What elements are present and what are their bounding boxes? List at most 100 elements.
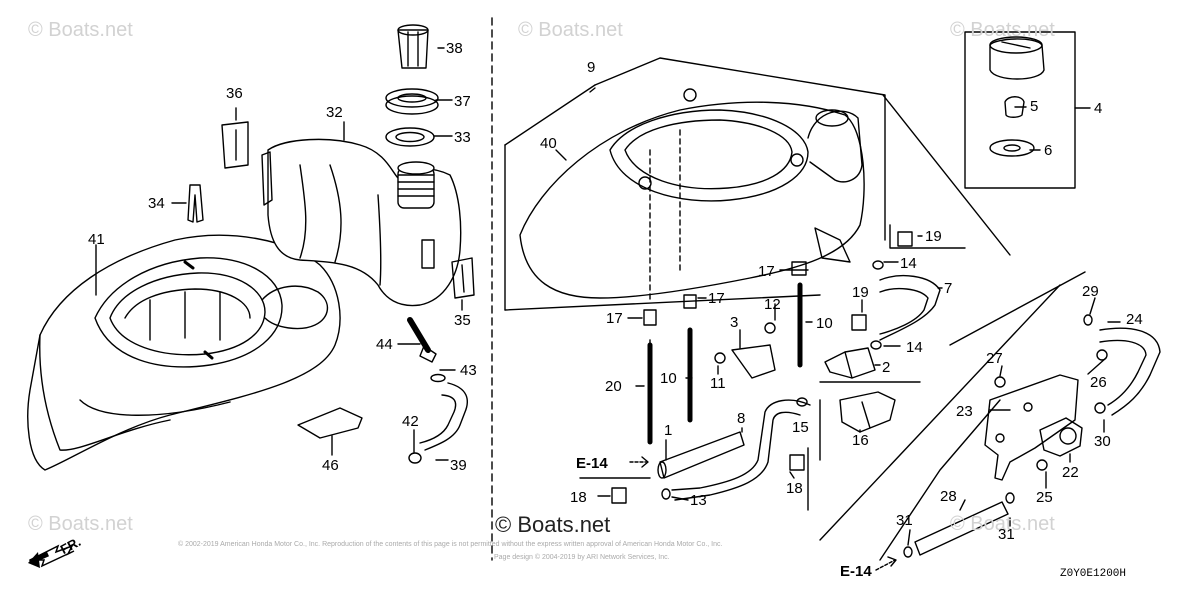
callout-35: 35 bbox=[454, 312, 471, 329]
callout-15: 15 bbox=[792, 419, 809, 436]
callout-18: 18 bbox=[786, 480, 803, 497]
nut-18a bbox=[611, 487, 627, 504]
callout-13: 13 bbox=[690, 492, 707, 509]
callout-26: 26 bbox=[1090, 374, 1107, 391]
ring-37 bbox=[385, 88, 439, 115]
shroud-40 bbox=[519, 88, 865, 301]
check-valve-5 bbox=[1004, 96, 1025, 118]
callout-40: 40 bbox=[540, 135, 557, 152]
fan-cover-41 bbox=[27, 234, 341, 471]
callout-37: 37 bbox=[454, 93, 471, 110]
callout-36: 36 bbox=[226, 85, 243, 102]
e14-arrow-left bbox=[629, 456, 649, 468]
callout-42: 42 bbox=[402, 413, 419, 430]
clamp-15 bbox=[796, 397, 808, 407]
valve-22 bbox=[1039, 417, 1083, 457]
callout-16: 16 bbox=[852, 432, 869, 449]
callout-43: 43 bbox=[460, 362, 477, 379]
callout-20: 20 bbox=[605, 378, 622, 395]
watermark: © Boats.net bbox=[518, 19, 623, 41]
cap-leader bbox=[882, 94, 1011, 256]
e14-reference: E-14 bbox=[840, 563, 872, 580]
strainer-38 bbox=[397, 24, 429, 69]
callout-28: 28 bbox=[940, 488, 957, 505]
callout-31: 31 bbox=[998, 526, 1015, 543]
tube-39 bbox=[419, 382, 468, 451]
callout-18: 18 bbox=[570, 489, 587, 506]
callout-32: 32 bbox=[326, 104, 343, 121]
callout-38: 38 bbox=[446, 40, 463, 57]
gasket-33 bbox=[385, 127, 435, 147]
callout-19: 19 bbox=[852, 284, 869, 301]
nut-19b bbox=[851, 314, 867, 331]
bolt-44 bbox=[407, 317, 437, 363]
fuel-cap bbox=[989, 36, 1045, 80]
valve-16 bbox=[839, 391, 896, 433]
callout-46: 46 bbox=[322, 457, 339, 474]
drawing-code: Z0Y0E1200H bbox=[1060, 568, 1127, 580]
cap-box-4 bbox=[964, 31, 1076, 189]
callout-14: 14 bbox=[900, 255, 917, 272]
callout-2: 2 bbox=[882, 359, 891, 376]
tube-28 bbox=[914, 501, 1009, 556]
callout-17: 17 bbox=[708, 290, 725, 307]
callout-19: 19 bbox=[925, 228, 942, 245]
watermark-main: © Boats.net bbox=[495, 512, 611, 537]
e14-reference: E-14 bbox=[576, 455, 608, 472]
callout-1: 1 bbox=[664, 422, 673, 439]
callout-6: 6 bbox=[1044, 142, 1053, 159]
clamp-43 bbox=[430, 373, 446, 383]
cushion-36 bbox=[221, 121, 249, 169]
copyright-line: © 2002-2019 American Honda Motor Co., In… bbox=[178, 541, 723, 548]
callout-29: 29 bbox=[1082, 283, 1099, 300]
callout-8: 8 bbox=[737, 410, 746, 427]
front-arrow-icon bbox=[28, 544, 75, 568]
e14-arrow-right bbox=[875, 556, 897, 571]
callout-12: 12 bbox=[764, 296, 781, 313]
callout-4: 4 bbox=[1094, 100, 1103, 117]
nut-11 bbox=[714, 352, 726, 364]
callout-33: 33 bbox=[454, 129, 471, 146]
tube-7 bbox=[879, 275, 941, 341]
tube-8 bbox=[671, 399, 811, 501]
bracket-23 bbox=[984, 374, 1079, 481]
grommet-17c bbox=[643, 309, 657, 326]
copyright-line-2: Page design © 2004-2019 by ARI Network S… bbox=[494, 554, 670, 561]
watermark: © Boats.net bbox=[28, 19, 133, 41]
fuel-valve-2 bbox=[824, 347, 876, 379]
tube-24 bbox=[1099, 327, 1161, 416]
callout-3: 3 bbox=[730, 314, 739, 331]
callout-34: 34 bbox=[148, 195, 165, 212]
callout-11: 11 bbox=[710, 375, 726, 392]
callout-23: 23 bbox=[956, 403, 973, 420]
bracket-3 bbox=[731, 344, 776, 379]
callout-22: 22 bbox=[1062, 464, 1079, 481]
clip-34 bbox=[187, 184, 204, 223]
callout-9: 9 bbox=[587, 59, 596, 76]
watermark: © Boats.net bbox=[950, 513, 1055, 535]
callout-7: 7 bbox=[944, 280, 953, 297]
callout-25: 25 bbox=[1036, 489, 1053, 506]
callout-27: 27 bbox=[986, 350, 1003, 367]
assembly-frame-b bbox=[949, 271, 1086, 346]
nut-19a bbox=[897, 231, 913, 247]
callout-14: 14 bbox=[906, 339, 923, 356]
clamp-42 bbox=[408, 452, 422, 464]
grommet-17b bbox=[683, 294, 697, 309]
callout-30: 30 bbox=[1094, 433, 1111, 450]
assembly-frame-a bbox=[819, 284, 1061, 541]
callout-17: 17 bbox=[606, 310, 623, 327]
callout-39: 39 bbox=[450, 457, 467, 474]
nut-18b bbox=[789, 454, 805, 471]
watermark: © Boats.net bbox=[950, 19, 1055, 41]
callout-41: 41 bbox=[88, 231, 105, 248]
callout-5: 5 bbox=[1030, 98, 1039, 115]
callout-31: 31 bbox=[896, 512, 913, 529]
callout-44: 44 bbox=[376, 336, 393, 353]
tube-1 bbox=[657, 431, 745, 479]
callout-10: 10 bbox=[660, 370, 677, 387]
packing-6 bbox=[989, 139, 1035, 157]
callout-17: 17 bbox=[758, 263, 775, 280]
